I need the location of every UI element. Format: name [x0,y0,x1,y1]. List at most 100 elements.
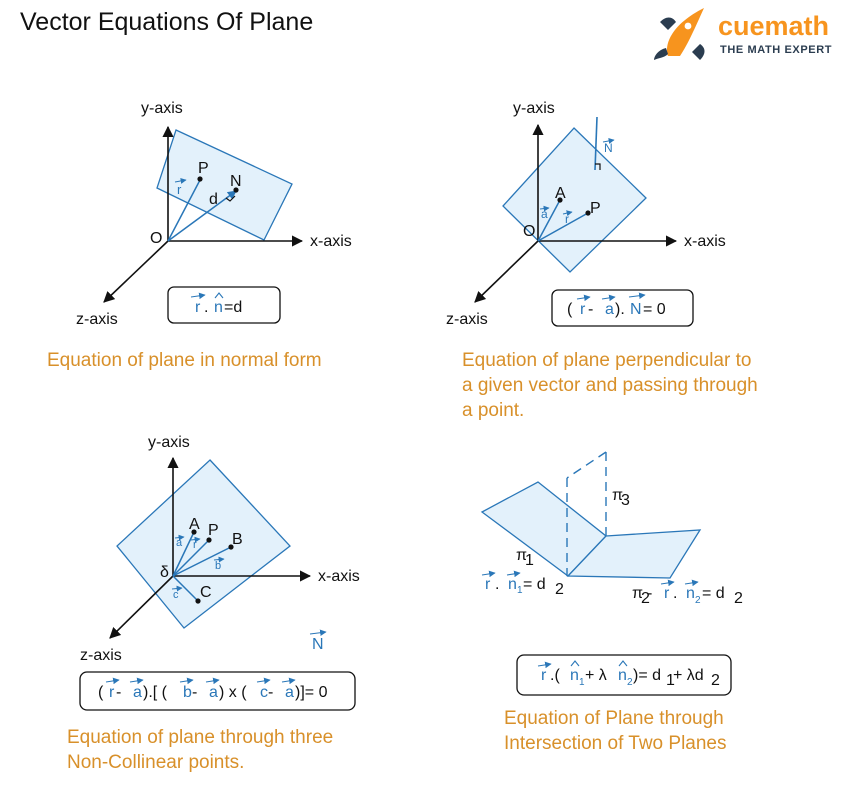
svg-text:Equation of plane perpendicula: Equation of plane perpendicular to [462,350,751,371]
r-vector [167,179,201,242]
svg-text:a: a [133,684,142,701]
svg-text:a point.: a point. [462,400,524,421]
svg-text:a given vector and passing thr: a given vector and passing through [462,375,758,396]
svg-text:N: N [604,141,613,155]
svg-text:1: 1 [517,585,523,596]
svg-text:c: c [173,589,179,601]
point-a [557,197,563,203]
b-vec-label: b [213,556,225,572]
caption-three-points: Equation of plane through three Non-Coll… [67,727,333,773]
y-axis-label: y-axis [148,434,190,451]
svg-text:2: 2 [711,672,720,689]
svg-text:n: n [508,576,517,593]
svg-text:2: 2 [734,590,743,607]
svg-text:a: a [541,207,548,221]
p-label: P [590,200,601,217]
N-vec-label: N [602,138,615,155]
svg-text:= d: = d [523,576,546,593]
svg-text:π: π [612,487,623,504]
svg-text:-: - [588,301,593,318]
svg-text:r: r [664,585,670,602]
panel-normal-form: y-axis x-axis z-axis O P N d r r . n =d … [47,100,352,371]
plane-shape [156,129,293,241]
equation-three-points: ( r - a ).[ ( b - a ) x ( c - a )]= 0 [98,677,328,701]
panel-two-planes: π 3 π 1 r . n 1 = d 2 π 2 - r . n 2 [480,451,743,754]
n-label: N [230,173,242,190]
logo-name: cuemath [718,11,829,41]
d-label: d [209,191,218,208]
cuemath-logo: cuemath THE MATH EXPERT [654,8,832,60]
point-p [585,210,591,216]
svg-text:Equation of Plane through: Equation of Plane through [504,708,724,729]
a-label: A [555,185,566,202]
a-vec-label: a [539,205,550,221]
pi1-label: π 1 [516,547,534,569]
a-vec-label: a [174,534,185,549]
svg-text:).[ (: ).[ ( [143,684,168,701]
svg-text:= d: = d [702,585,725,602]
svg-text:.: . [495,576,499,593]
svg-text:+ λd: + λd [673,667,704,684]
svg-text:r: r [541,667,547,684]
svg-text:N: N [312,636,324,653]
c-label: C [200,584,212,601]
b-vector [172,546,232,577]
r-vec-label: r [562,210,573,226]
svg-text:1: 1 [666,672,675,689]
svg-text:+ λ: + λ [585,667,607,684]
svg-text:2: 2 [627,677,633,688]
svg-text:r: r [177,182,182,197]
svg-text:a: a [176,537,183,549]
p-label: P [208,522,219,539]
svg-text:b: b [215,560,221,572]
plane-shape [116,459,291,629]
plane-pi2 [566,529,702,579]
r-vec-label: r [174,178,187,197]
svg-text:(: ( [567,301,573,318]
svg-text:1: 1 [579,677,585,688]
svg-text:n: n [214,299,223,316]
svg-text:3: 3 [621,492,630,509]
point-a [191,529,197,535]
a-label: A [189,516,200,533]
point-p [197,176,203,182]
svg-text:.(: .( [550,667,560,684]
svg-text:r: r [565,212,569,226]
svg-text:).: ). [615,301,625,318]
svg-text:2: 2 [641,590,650,607]
r-vector [172,539,210,577]
svg-text:r: r [193,539,197,551]
point-n [233,187,239,193]
caption-perpendicular: Equation of plane perpendicular to a giv… [462,350,758,421]
z-axis-label: z-axis [446,311,488,328]
z-axis-line [474,240,539,303]
svg-text:-: - [116,684,121,701]
svg-text:= 0: = 0 [643,301,666,318]
caption-normal-form: Equation of plane in normal form [47,350,322,371]
svg-text:π: π [516,547,527,564]
left-plane-equation: r . n 1 = d 2 [481,570,564,598]
y-axis-label: y-axis [141,100,183,117]
svg-text:-: - [192,684,197,701]
svg-text:=d: =d [224,299,242,316]
caption-two-planes: Equation of Plane through Intersection o… [504,708,727,754]
svg-text:r: r [109,684,115,701]
panel-perpendicular: y-axis x-axis z-axis O A P a r N ( r - a… [446,100,758,421]
svg-text:Intersection of Two Planes: Intersection of Two Planes [504,733,727,754]
svg-text:b: b [183,684,192,701]
svg-text:c: c [260,684,268,701]
z-axis-label: z-axis [80,647,122,664]
p-label: P [198,160,209,177]
svg-text:a: a [209,684,218,701]
logo-tagline: THE MATH EXPERT [720,44,832,56]
svg-text:) x (: ) x ( [219,684,247,701]
z-axis-label: z-axis [76,311,118,328]
pi3-label: π 3 [612,487,630,509]
rocket-icon [654,8,705,60]
svg-text:2: 2 [555,581,564,598]
point-p [206,537,212,543]
svg-text:)= d: )= d [633,667,661,684]
page-title: Vector Equations Of Plane [20,8,313,36]
plane-pi3-top [566,451,607,479]
